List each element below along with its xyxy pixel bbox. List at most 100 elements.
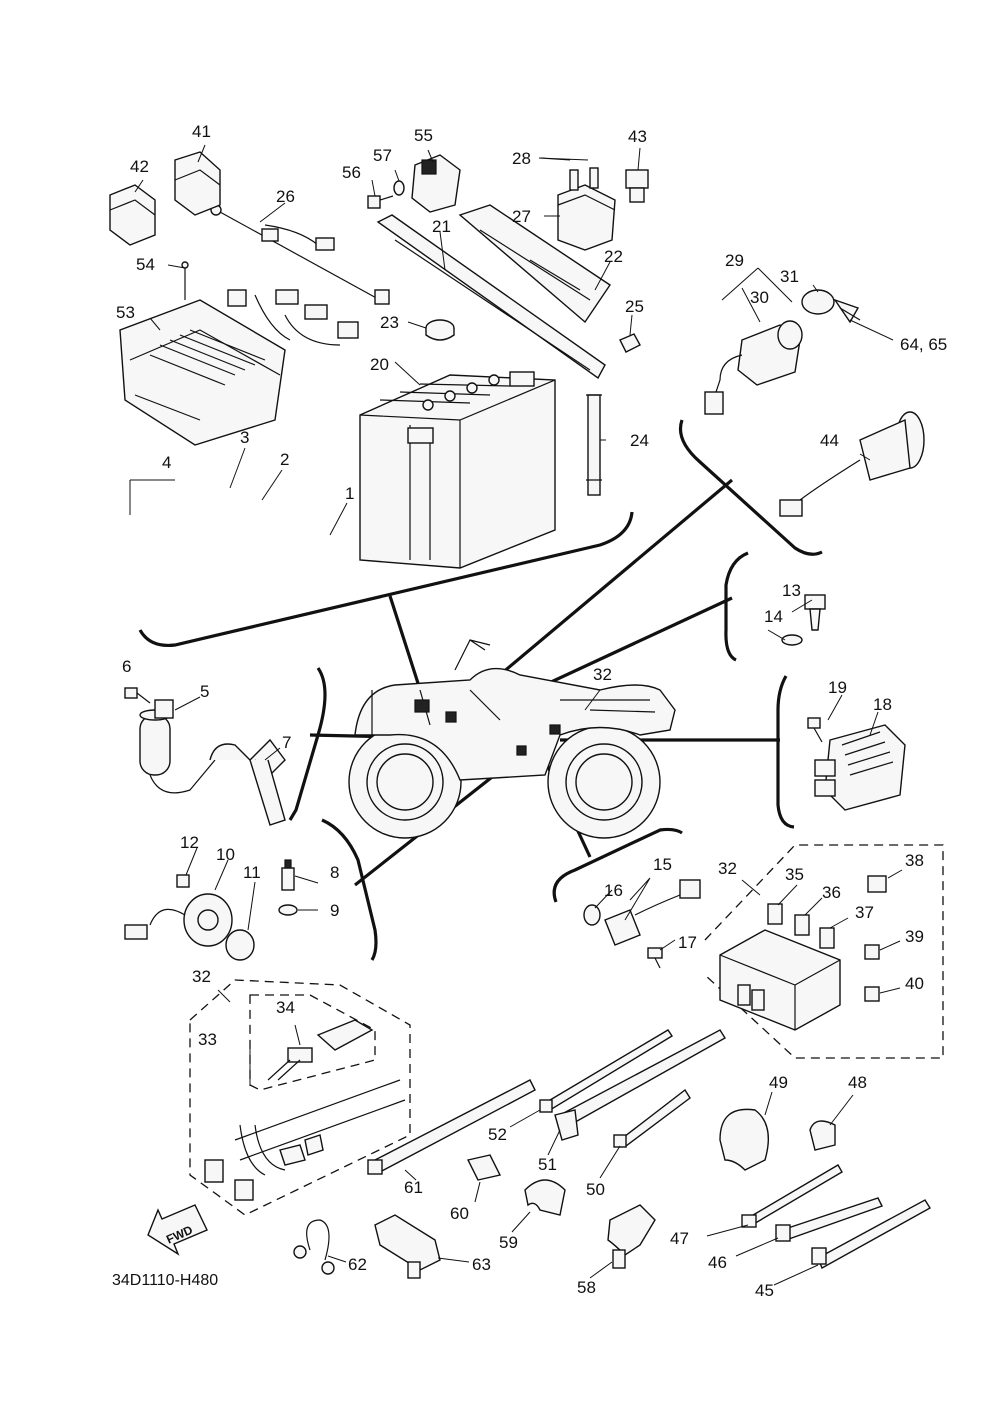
fuse-36 xyxy=(794,914,810,936)
callout-14: 14 xyxy=(764,607,783,626)
callout-2: 2 xyxy=(280,450,289,469)
callout-10: 10 xyxy=(216,845,235,864)
callout-21: 21 xyxy=(432,217,451,236)
callout-22: 22 xyxy=(604,247,623,266)
callout-49: 49 xyxy=(769,1073,788,1092)
callout-47: 47 xyxy=(670,1229,689,1248)
ecu-53 xyxy=(119,261,359,446)
callout-55: 55 xyxy=(414,126,433,145)
clamp-48 xyxy=(809,1120,836,1151)
bolt-6 xyxy=(124,687,151,704)
callout-56: 56 xyxy=(342,163,361,182)
rectifier-18 xyxy=(814,724,906,811)
speed-sensor-15 xyxy=(604,879,701,946)
callout-15: 15 xyxy=(653,855,672,874)
callout-53: 53 xyxy=(116,303,135,322)
callout-25: 25 xyxy=(625,297,644,316)
callout-8: 8 xyxy=(330,863,339,882)
callout-39: 39 xyxy=(905,927,924,946)
callout-31: 31 xyxy=(780,267,799,286)
battery-band-21 xyxy=(376,214,606,380)
callout-30: 30 xyxy=(750,288,769,307)
ignition-coil-5 xyxy=(139,699,216,794)
relay-55 xyxy=(411,154,461,213)
nut-25 xyxy=(619,333,641,353)
relay-41 xyxy=(174,151,221,216)
socket-44 xyxy=(779,411,925,517)
callout-17: 17 xyxy=(678,933,697,952)
gasket-14 xyxy=(781,634,803,646)
callout-32-harness: 32 xyxy=(192,967,211,986)
callout-7: 7 xyxy=(282,733,291,752)
callout-34: 34 xyxy=(276,998,295,1017)
callout-36: 36 xyxy=(822,883,841,902)
leader-lines xyxy=(129,144,903,1286)
callout-9: 9 xyxy=(330,901,339,920)
callout-3: 3 xyxy=(240,428,249,447)
callout-13: 13 xyxy=(782,581,801,600)
band-47 xyxy=(741,1164,843,1228)
callout-4: 4 xyxy=(162,453,171,472)
bolt-24 xyxy=(586,394,602,496)
diagram-code: 34D1110-H480 xyxy=(112,1272,218,1289)
callout-40: 40 xyxy=(905,974,924,993)
sensor-8 xyxy=(281,859,295,891)
forward-arrow: FWD xyxy=(147,1204,208,1256)
harness-group-outline xyxy=(189,979,411,1216)
band-46 xyxy=(775,1197,883,1242)
callout-32-fusebox: 32 xyxy=(718,859,737,878)
callout-18: 18 xyxy=(873,695,892,714)
starter-relay-27 xyxy=(557,167,616,251)
clamp-49 xyxy=(719,1108,769,1171)
wire-harness-32 xyxy=(204,1079,406,1201)
callout-64-65: 64, 65 xyxy=(900,335,947,354)
callout-24: 24 xyxy=(630,431,649,450)
fuse-39 xyxy=(864,944,880,960)
callout-11: 11 xyxy=(243,863,261,882)
callout-58: 58 xyxy=(577,1278,596,1297)
callout-28: 28 xyxy=(512,149,531,168)
callout-46: 46 xyxy=(708,1253,727,1272)
callout-52: 52 xyxy=(488,1125,507,1144)
callout-5: 5 xyxy=(200,682,209,701)
callout-6: 6 xyxy=(122,657,131,676)
callout-42: 42 xyxy=(130,157,149,176)
clamp-58 xyxy=(607,1204,656,1269)
callout-12: 12 xyxy=(180,833,199,852)
callout-60: 60 xyxy=(450,1204,469,1223)
fuse-35 xyxy=(767,903,783,925)
callout-33: 33 xyxy=(198,1030,217,1049)
callout-26: 26 xyxy=(276,187,295,206)
callout-labels: 1 2 3 4 5 6 7 8 9 10 11 12 13 14 15 16 1… xyxy=(116,122,947,1300)
bolt-19 xyxy=(807,717,823,743)
damper-23 xyxy=(425,319,455,341)
clamp-51 xyxy=(554,1029,726,1141)
main-switch-29 xyxy=(704,320,803,415)
o-ring-16 xyxy=(583,904,601,926)
callout-57: 57 xyxy=(373,146,392,165)
callout-27: 27 xyxy=(512,207,531,226)
callout-35: 35 xyxy=(785,865,804,884)
callout-32-atv: 32 xyxy=(593,665,612,684)
callout-44: 44 xyxy=(820,431,839,450)
callout-50: 50 xyxy=(586,1180,605,1199)
fuse-40 xyxy=(864,986,880,1002)
callout-59: 59 xyxy=(499,1233,518,1252)
sub-harness-34 xyxy=(267,1019,374,1081)
callout-23: 23 xyxy=(380,313,399,332)
battery-20 xyxy=(359,371,556,569)
callout-19: 19 xyxy=(828,678,847,697)
bolt-12 xyxy=(176,874,190,888)
callout-29: 29 xyxy=(725,251,744,270)
clamp-60 xyxy=(466,1154,502,1181)
callout-63: 63 xyxy=(472,1255,491,1274)
callout-16: 16 xyxy=(604,881,623,900)
fuse-37 xyxy=(819,927,835,949)
o-ring-11 xyxy=(225,929,255,961)
callout-20: 20 xyxy=(370,355,389,374)
callout-51: 51 xyxy=(538,1155,557,1174)
battery-cover-22 xyxy=(458,204,611,324)
clamp-63 xyxy=(374,1214,441,1279)
fuse-box-group-outline xyxy=(704,844,944,1059)
bolt-17 xyxy=(647,947,663,969)
